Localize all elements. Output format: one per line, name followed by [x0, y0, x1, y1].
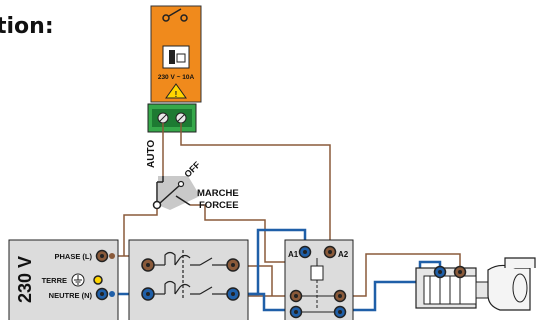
relay-contact-icon [162, 8, 188, 22]
wire-brown-selector-to-phase [123, 207, 158, 256]
label-marche: MARCHE [197, 188, 239, 199]
supply-panel: 230 V PHASE (L) TERRE NEUTRE (N) [8, 239, 119, 320]
selector-pivot [152, 200, 162, 210]
wire-brown-contactor-to-motor [340, 253, 461, 297]
label-forcee: FORCEE [199, 200, 239, 211]
warning-icon [165, 83, 187, 99]
supply-voltage: 230 V [15, 256, 35, 303]
label-earth: TERRE [42, 276, 67, 285]
earth-symbol-icon [71, 273, 85, 287]
label-a2: A2 [338, 250, 349, 259]
label-neutral: NEUTRE (N) [49, 291, 93, 300]
relay-terminal-block [147, 103, 197, 133]
relay-rating: 230 V ~ 10A [158, 74, 195, 81]
page-heading: tion: [0, 14, 54, 39]
relay-module-pictogram-icon [162, 45, 190, 69]
relay-module: 230 V ~ 10A ! [150, 5, 202, 103]
coil-symbol [310, 265, 324, 281]
wire-brown-relay-to-a2 [180, 123, 331, 252]
switch-panel [128, 239, 249, 320]
label-a1: A1 [288, 250, 299, 259]
wire-brown-marche-forcee [190, 204, 294, 263]
label-phase: PHASE (L) [55, 252, 93, 261]
svg-text:!: ! [175, 90, 178, 99]
label-auto: AUTO [146, 140, 157, 168]
label-off: OFF [182, 159, 202, 179]
breaker-symbol-icon [154, 250, 227, 300]
motor-pump-icon [415, 257, 536, 311]
selector-switch [152, 176, 200, 210]
earth-terminal [93, 275, 103, 285]
contactor-panel: A1 A2 [284, 239, 354, 320]
